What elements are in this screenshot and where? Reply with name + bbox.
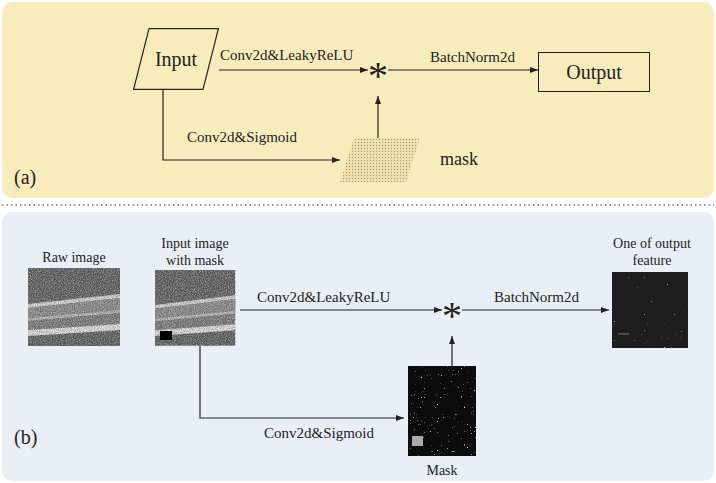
mask-block	[160, 331, 172, 340]
image-node: Raw image	[24, 250, 124, 346]
panel-ground	[2, 212, 714, 481]
node-label: Mask	[404, 463, 480, 480]
edge-label-box: Conv2d&Sigmoid	[262, 424, 376, 442]
feature-image	[612, 272, 688, 348]
panel-label: (b)	[14, 426, 37, 449]
edge-label: Conv2d&LeakyReLU	[218, 47, 355, 63]
edge-label-box: Conv2d&LeakyReLU	[218, 46, 355, 64]
edge-label-box: Conv2d&LeakyReLU	[255, 288, 392, 306]
panel-ground	[2, 2, 714, 198]
edge-label: BatchNorm2d	[492, 289, 581, 305]
flow-arrow	[200, 346, 404, 418]
parallelogram-shape	[134, 29, 219, 90]
node-label: Output	[566, 61, 622, 84]
multiply-node: *	[442, 296, 462, 336]
panel-label: (a)	[14, 166, 36, 189]
input-box: Input	[133, 28, 219, 90]
flow-arrow	[451, 336, 452, 366]
image-node: Input image with mask	[150, 236, 240, 346]
node-label: Raw image	[24, 250, 124, 267]
feature-mark	[618, 334, 629, 335]
flow-arrow	[377, 96, 378, 138]
node-label: Input	[155, 48, 197, 71]
mask-square	[412, 436, 423, 446]
image-node: One of output feature	[609, 236, 695, 348]
mask-image	[408, 366, 476, 456]
flow-arrow	[163, 90, 340, 160]
flow-arrow	[462, 309, 609, 310]
feature-noise	[612, 272, 688, 348]
node-label: mask	[440, 150, 478, 170]
flow-arrow	[240, 309, 442, 310]
separator-line	[2, 204, 714, 205]
mask-patch	[340, 138, 420, 182]
node-label: Input image with mask	[150, 236, 240, 270]
operator-symbol: *	[442, 296, 462, 336]
node-label: One of output feature	[609, 236, 695, 270]
flow-arrow	[388, 69, 538, 70]
edge-label: BatchNorm2d	[428, 49, 517, 65]
operator-symbol: *	[368, 56, 388, 96]
multiply-node: *	[368, 56, 388, 96]
edge-label-box: BatchNorm2d	[428, 48, 517, 66]
oct-image	[155, 270, 235, 346]
edge-label: Conv2d&Sigmoid	[262, 425, 376, 441]
edge-label-box: BatchNorm2d	[492, 288, 581, 306]
panel-band: (a) Input * Output mask	[2, 2, 714, 198]
edge-label: Conv2d&Sigmoid	[185, 129, 299, 145]
oct-image	[28, 268, 120, 346]
mask-noise	[408, 366, 476, 456]
image-node: Mask	[404, 366, 480, 480]
edge-label-box: Conv2d&Sigmoid	[185, 128, 299, 146]
flow-arrow	[219, 69, 368, 70]
mask-node: mask	[340, 138, 490, 182]
output-box: Output	[538, 52, 650, 92]
edge-label: Conv2d&LeakyReLU	[255, 289, 392, 305]
